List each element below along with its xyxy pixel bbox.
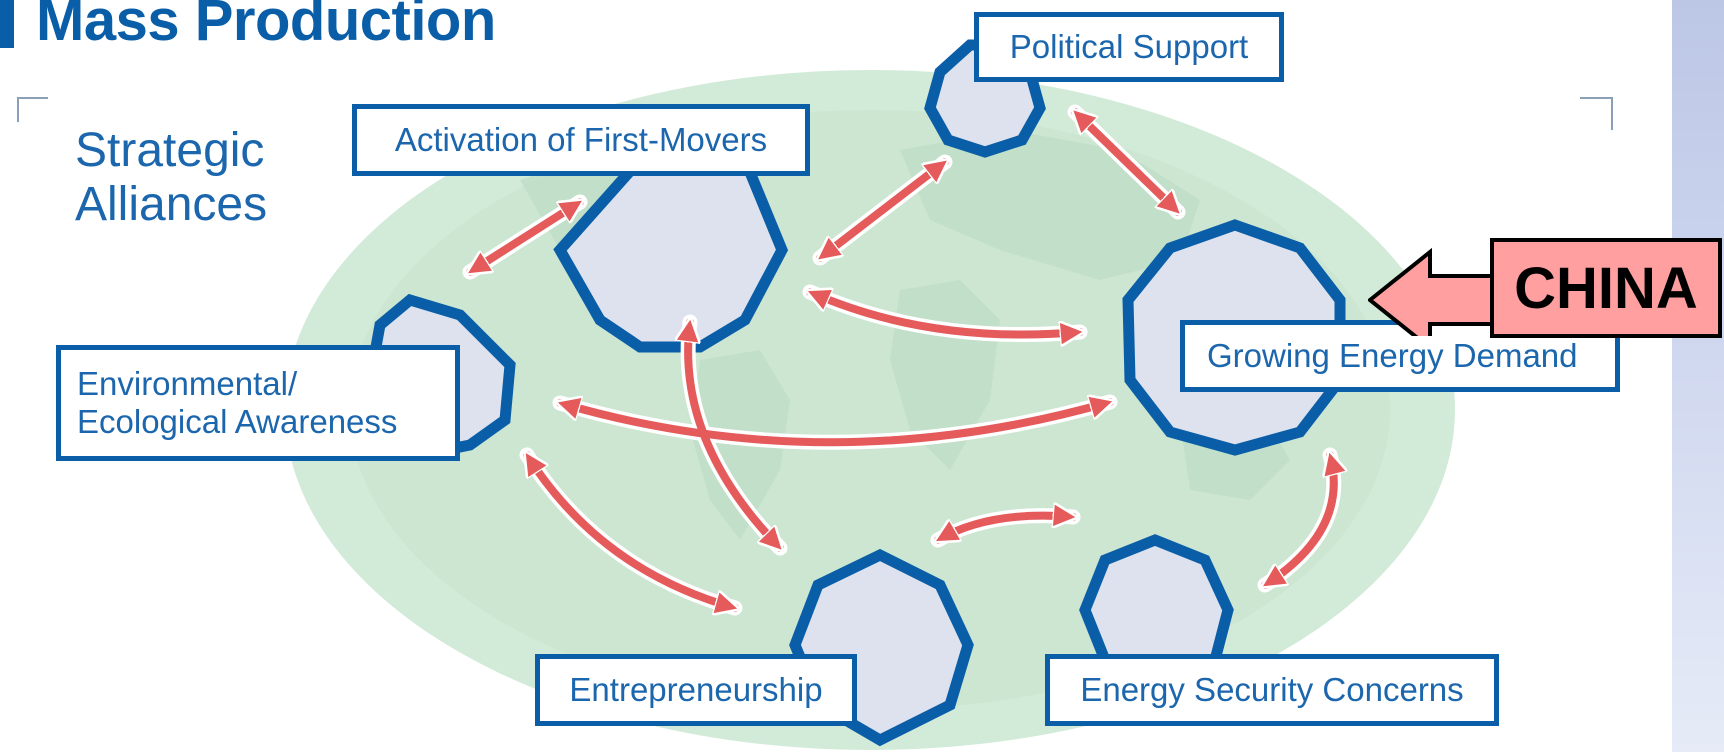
arrow-political-energydemand bbox=[1075, 112, 1178, 212]
arrow-environmental-entrepreneurship bbox=[527, 455, 735, 608]
arrow-environmental-firstmovers bbox=[470, 202, 580, 272]
node-label-line1: Environmental/ bbox=[77, 365, 298, 402]
arrow-firstmovers-political bbox=[820, 162, 945, 258]
title-text: Mass Production bbox=[36, 0, 496, 53]
node-political-support: Political Support bbox=[974, 12, 1284, 82]
diagram-subtitle: Strategic Alliances bbox=[75, 124, 268, 231]
title-accent-bar bbox=[0, 0, 14, 48]
arrow-environmental-energydemand bbox=[560, 402, 1110, 447]
node-label: Growing Energy Demand bbox=[1207, 337, 1578, 374]
node-entrepreneurship: Entrepreneurship bbox=[535, 654, 857, 726]
slide-title: Mass Production bbox=[0, 0, 496, 60]
node-label-line2: Ecological Awareness bbox=[77, 403, 398, 440]
node-label: Entrepreneurship bbox=[569, 671, 823, 708]
callout-arrow bbox=[1368, 247, 1498, 336]
node-label: Energy Security Concerns bbox=[1080, 671, 1464, 708]
corner-bracket-right bbox=[1580, 97, 1613, 130]
slide-side-panel bbox=[1672, 0, 1724, 752]
node-environmental-awareness: Environmental/ Ecological Awareness bbox=[56, 345, 460, 461]
arrow-entrepreneurship-energysecurity bbox=[938, 516, 1073, 544]
arrow-energysecurity-energydemand bbox=[1265, 455, 1334, 585]
node-energy-security: Energy Security Concerns bbox=[1045, 654, 1499, 726]
arrow-firstmovers-entrepreneurship bbox=[688, 322, 780, 548]
node-first-movers: Activation of First-Movers bbox=[352, 104, 810, 176]
china-callout: CHINA bbox=[1490, 238, 1722, 338]
node-label: Activation of First-Movers bbox=[394, 121, 768, 158]
arrow-firstmovers-energydemand bbox=[810, 292, 1080, 335]
corner-bracket-left bbox=[17, 97, 48, 122]
node-label: Political Support bbox=[1009, 28, 1249, 65]
